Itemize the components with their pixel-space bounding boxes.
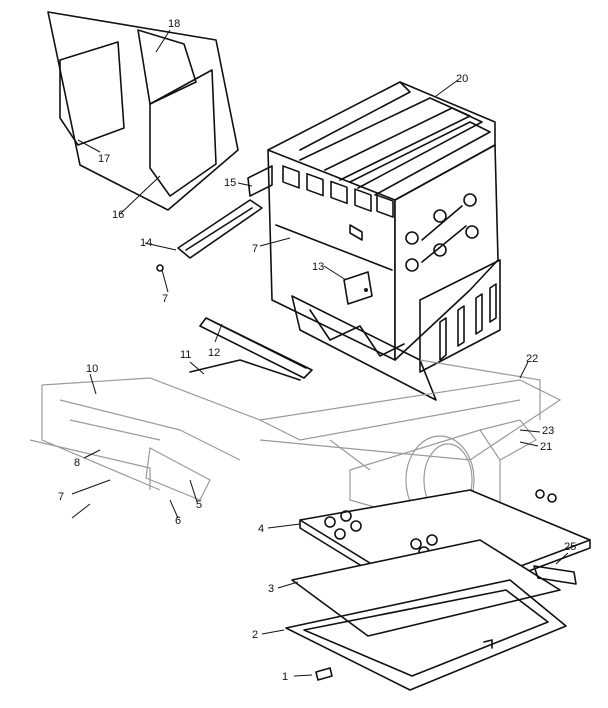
callout-10: 10 xyxy=(86,363,98,375)
callout-labels: 1 2 3 4 5 6 7 7 7 8 10 11 12 13 14 15 16… xyxy=(58,18,576,683)
clip xyxy=(315,667,333,681)
callout-1: 1 xyxy=(282,671,288,683)
callout-23: 23 xyxy=(542,425,554,437)
leader-lines xyxy=(71,29,569,677)
callout-17: 17 xyxy=(98,153,110,165)
callout-8: 8 xyxy=(74,457,80,469)
callout-11: 11 xyxy=(180,349,191,361)
callout-13: 13 xyxy=(312,261,324,273)
heat-exchanger xyxy=(247,81,501,401)
callout-14: 14 xyxy=(140,237,152,249)
callout-22: 22 xyxy=(526,353,538,365)
filter-rack xyxy=(285,579,567,691)
side-holes xyxy=(405,193,479,272)
callout-6: 6 xyxy=(175,515,181,527)
callout-4: 4 xyxy=(258,523,264,535)
callout-7-lower: 7 xyxy=(58,491,64,503)
manifold xyxy=(156,199,313,381)
callout-16: 16 xyxy=(112,209,124,221)
insulation-sheet xyxy=(47,11,239,211)
callout-20: 20 xyxy=(456,73,468,85)
callout-18: 18 xyxy=(168,18,180,30)
callout-5: 5 xyxy=(196,499,202,511)
burner-ports xyxy=(282,165,394,218)
callout-15: 15 xyxy=(224,177,236,189)
callout-25: 25 xyxy=(564,541,576,553)
callout-12: 12 xyxy=(208,347,220,359)
callout-7-left: 7 xyxy=(162,293,168,305)
callout-7-mid: 7 xyxy=(252,243,258,255)
callout-3: 3 xyxy=(268,583,274,595)
callout-2: 2 xyxy=(252,629,258,641)
side-rail xyxy=(533,565,577,585)
skirt-slots xyxy=(419,259,501,373)
callout-21: 21 xyxy=(540,441,552,453)
